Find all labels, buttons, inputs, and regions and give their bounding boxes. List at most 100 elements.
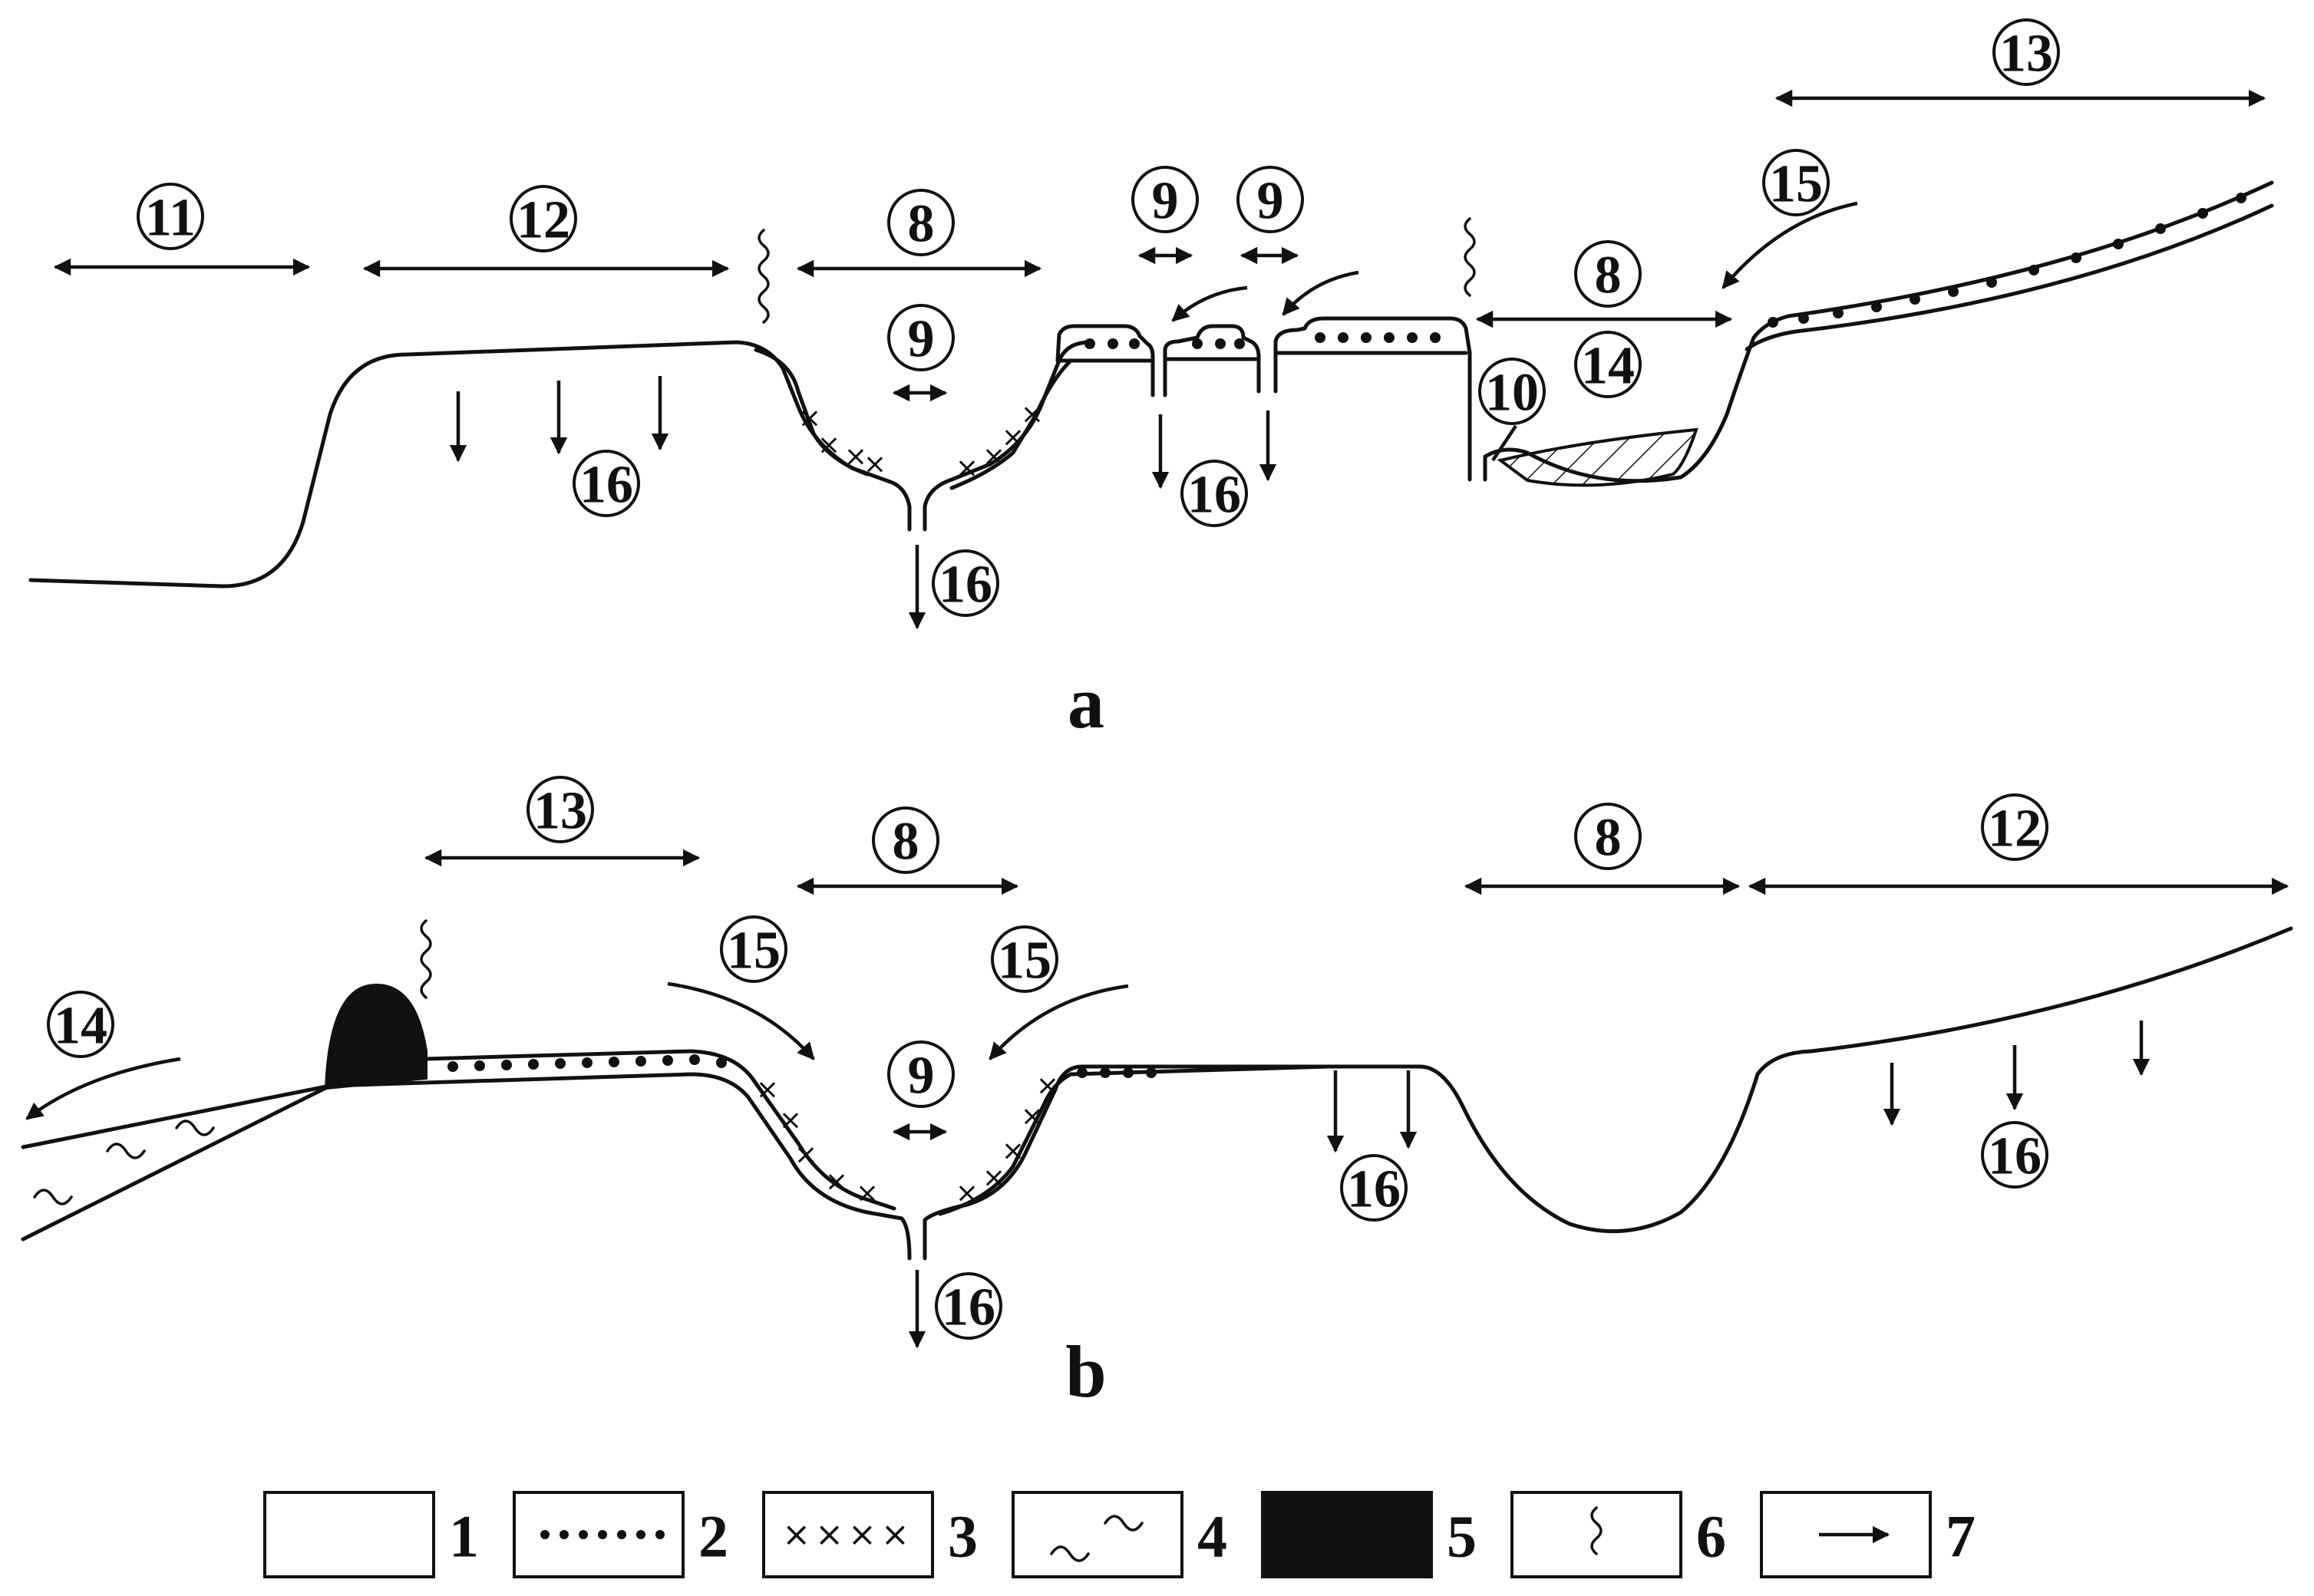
legend-item-5: 5 bbox=[1261, 1491, 1477, 1578]
label-b-16-trough: 16 bbox=[935, 1272, 1002, 1340]
panel-b-wedge-bottom bbox=[21, 1083, 332, 1242]
label-b-15-right: 15 bbox=[991, 925, 1058, 993]
label-a-11: 11 bbox=[137, 183, 204, 250]
svg-text:16: 16 bbox=[939, 556, 992, 615]
panel-b-label: b bbox=[1065, 1331, 1106, 1413]
label-a-14: 14 bbox=[1574, 331, 1642, 398]
legend-item-4: 4 bbox=[1012, 1491, 1227, 1578]
panel-a-trough-right-inner bbox=[949, 358, 1073, 490]
panel-a-dots-block2 bbox=[1192, 338, 1245, 349]
svg-text:12: 12 bbox=[1988, 800, 2042, 859]
label-a-16-trough: 16 bbox=[932, 549, 999, 617]
waves-icon bbox=[1050, 1515, 1144, 1562]
svg-text:×: × bbox=[1002, 1136, 1025, 1167]
panel-a-label: a bbox=[1068, 661, 1104, 744]
panel-a-dots-block3 bbox=[1315, 332, 1441, 343]
solid-black-icon bbox=[1261, 1491, 1433, 1578]
label-b-13: 13 bbox=[527, 776, 594, 843]
legend-number-5: 5 bbox=[1447, 1503, 1477, 1570]
svg-text:16: 16 bbox=[1988, 1127, 2042, 1186]
panel-b-wedge-top bbox=[21, 1083, 332, 1149]
panel-b-curved-arrow-15-left bbox=[667, 981, 815, 1060]
label-a-8-left: 8 bbox=[887, 189, 955, 256]
svg-text:8: 8 bbox=[908, 195, 935, 254]
panel-a-curved-arrow-15 bbox=[1721, 201, 1858, 289]
label-a-16-plateau: 16 bbox=[573, 450, 640, 517]
panel-b-trough-left-inner bbox=[688, 1049, 896, 1211]
label-b-16-middle: 16 bbox=[1340, 1154, 1408, 1222]
panel-a: ×× ×× ×× ×× bbox=[28, 89, 2274, 630]
panel-a-squiggle-right bbox=[1464, 217, 1476, 297]
svg-text:×: × bbox=[956, 453, 979, 484]
number-labels: 11 12 8 9 9 9 16 16 16 8 14 10 15 13 13 … bbox=[47, 18, 2060, 1340]
label-b-8-right: 8 bbox=[1574, 803, 1642, 870]
svg-text:15: 15 bbox=[727, 922, 781, 981]
panel-b-trough-right-inner bbox=[938, 1064, 1330, 1216]
dots-icon bbox=[540, 1530, 665, 1539]
svg-text:×: × bbox=[982, 441, 1005, 473]
panel-a-block-3 bbox=[1273, 316, 1472, 482]
legend-number-2: 2 bbox=[698, 1503, 728, 1570]
panel-a-curved-arrow-right bbox=[1282, 270, 1359, 316]
crosses-icon: ×××× bbox=[782, 1515, 913, 1555]
svg-text:9: 9 bbox=[1257, 172, 1284, 231]
label-a-9-top-left: 9 bbox=[1131, 166, 1199, 233]
label-a-15: 15 bbox=[1762, 149, 1830, 216]
panel-a-pointer-10 bbox=[1491, 424, 1517, 462]
svg-text:9: 9 bbox=[908, 1047, 935, 1106]
label-b-9: 9 bbox=[887, 1040, 955, 1108]
svg-text:×: × bbox=[794, 1139, 817, 1171]
legend-number-6: 6 bbox=[1696, 1503, 1726, 1570]
svg-text:16: 16 bbox=[942, 1278, 995, 1337]
panel-a-dots-right-slope bbox=[1768, 193, 2246, 328]
panel-a-left-plateau-profile bbox=[28, 340, 912, 589]
svg-text:×: × bbox=[798, 403, 821, 434]
svg-text:15: 15 bbox=[1769, 155, 1823, 214]
svg-text:8: 8 bbox=[893, 813, 919, 872]
panel-a-curved-arrow-left bbox=[1171, 285, 1248, 322]
legend: 1 2 ×××× 3 4 5 bbox=[263, 1491, 1976, 1578]
svg-text:×: × bbox=[982, 1162, 1005, 1194]
svg-text:×: × bbox=[856, 1178, 879, 1209]
label-b-15-left: 15 bbox=[720, 915, 787, 983]
panel-a-right-slope-inner bbox=[1745, 203, 2274, 351]
panel-a-hatched-basin-fill bbox=[1497, 427, 1698, 487]
svg-text:8: 8 bbox=[1595, 809, 1622, 868]
svg-text:×: × bbox=[817, 430, 840, 461]
svg-text:×: × bbox=[1021, 399, 1044, 430]
panel-b-dots-left bbox=[447, 1054, 727, 1072]
label-a-8-right: 8 bbox=[1574, 240, 1642, 308]
panel-a-squiggle-left bbox=[758, 229, 770, 324]
svg-text:10: 10 bbox=[1485, 364, 1539, 423]
svg-text:×: × bbox=[756, 1074, 779, 1106]
panel-b-curved-arrow-14 bbox=[25, 1057, 181, 1120]
panel-a-dots-block1 bbox=[1084, 338, 1140, 349]
svg-text:9: 9 bbox=[1152, 172, 1179, 231]
label-a-10: 10 bbox=[1478, 358, 1546, 425]
svg-text:×: × bbox=[1021, 1101, 1044, 1133]
panel-a-trough-left-inner bbox=[754, 348, 870, 476]
svg-text:12: 12 bbox=[517, 191, 570, 250]
svg-text:×: × bbox=[844, 441, 867, 473]
label-b-16-right: 16 bbox=[1981, 1121, 2048, 1189]
legend-item-6: 6 bbox=[1510, 1491, 1726, 1578]
svg-text:16: 16 bbox=[1187, 466, 1241, 525]
svg-text:×: × bbox=[863, 449, 886, 480]
svg-text:×: × bbox=[825, 1166, 848, 1198]
label-a-12: 12 bbox=[510, 185, 577, 252]
panel-a-crosses-right: ×× ×× bbox=[956, 399, 1044, 484]
svg-text:13: 13 bbox=[533, 782, 587, 841]
legend-item-3: ×××× 3 bbox=[762, 1491, 978, 1578]
svg-text:13: 13 bbox=[1999, 25, 2053, 84]
panel-a-block-1 bbox=[1055, 324, 1155, 397]
label-b-14: 14 bbox=[47, 991, 114, 1058]
panel-b: ×× ××× ×× ××× bbox=[21, 849, 2293, 1349]
label-b-12: 12 bbox=[1981, 793, 2048, 861]
label-b-8-left: 8 bbox=[872, 806, 939, 874]
legend-number-7: 7 bbox=[1946, 1503, 1976, 1570]
panel-b-crosses-right: ×× ××× bbox=[956, 1070, 1059, 1209]
svg-text:9: 9 bbox=[908, 310, 935, 369]
svg-text:×: × bbox=[779, 1105, 802, 1136]
panel-b-crosses-left: ×× ××× bbox=[756, 1074, 879, 1209]
